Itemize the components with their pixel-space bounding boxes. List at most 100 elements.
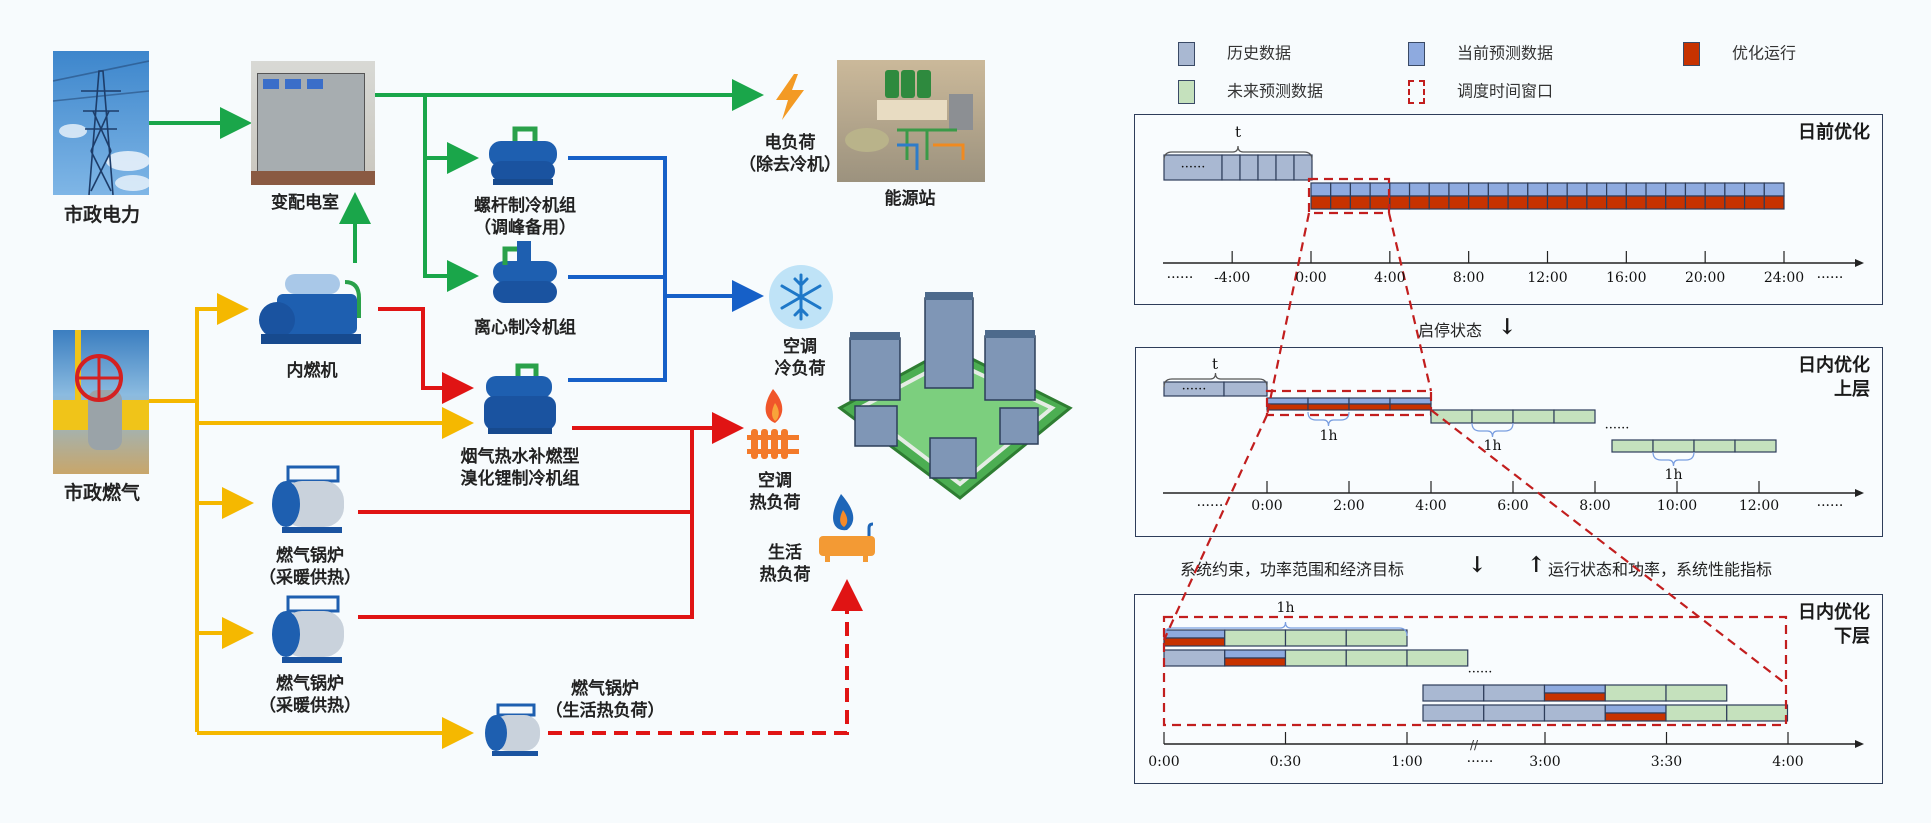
upper-tick-label: 4:00 [1415,498,1447,514]
day-ahead-cell-forecast [1704,182,1726,197]
substation-label: 变配电室 [271,193,339,213]
boiler-3-image [482,703,547,763]
upper-1h-label-2: 1h [1484,438,1502,454]
lower-row3-current-forecast [1543,684,1606,694]
day-ahead-cell-optimized [1763,195,1785,210]
legend-future-forecast-label: 未来预测数据 [1227,81,1324,101]
boiler-2-name: 燃气锅炉 [276,674,344,694]
upper-t-brace [1163,372,1268,388]
upper-current-cell-forecast [1348,397,1391,405]
legend-history-label: 历史数据 [1227,43,1292,63]
day-ahead-cell-forecast [1487,182,1509,197]
upper-1h-label-3: 1h [1665,467,1683,483]
day-ahead-cell-forecast [1684,182,1706,197]
day-ahead-cell-optimized [1389,195,1411,210]
day-ahead-tick-label: 24:00 [1763,270,1805,286]
intraday-upper-title: 日内优化 上层 [1798,355,1870,400]
upper-tick-label: 12:00 [1738,498,1780,514]
t-brace [1163,145,1313,161]
legend-future-forecast: 未来预测数据 [1178,80,1323,104]
power-tower-image [53,51,149,195]
day-ahead-cell-forecast [1428,182,1450,197]
day-ahead-cell-forecast [1369,182,1391,197]
lower-row1-future [1224,629,1287,647]
upper-current-cell-forecast [1266,397,1309,405]
zoom-line-day-to-upper-right [1387,212,1433,392]
upper-1h-brace [1307,411,1350,427]
lower-1h-label: 1h [1277,600,1295,616]
upper-future-cell-2 [1652,439,1695,453]
screw-chiller-label: 螺杆制冷机组 （调峰备用） [455,195,595,239]
lower-row4-history [1483,704,1546,722]
screw-chiller-image [485,123,565,191]
day-ahead-cell-optimized [1408,195,1430,210]
day-ahead-cell-optimized [1704,195,1726,210]
up-info-note: 运行状态和功率，系统性能指标 [1548,560,1773,579]
lower-row4-future [1665,704,1728,722]
intraday-lower-title: 日内优化 下层 [1798,602,1870,647]
day-ahead-cell-forecast [1606,182,1627,197]
lower-row2-current-optimized [1224,657,1287,667]
upper-current-cell-optimized [1307,403,1350,411]
boiler-1-name: 燃气锅炉 [276,546,344,566]
day-ahead-cell-forecast [1724,182,1746,197]
lower-1h-brace [1163,621,1408,637]
upper-future-cell [1430,409,1473,424]
electric-load-label: 电负荷 （除去冷机） [725,132,855,176]
upper-current-cell-forecast [1389,397,1432,405]
upper-current-cell-forecast [1307,397,1350,405]
day-ahead-cell-optimized [1448,195,1470,210]
day-ahead-cell-optimized [1546,195,1568,210]
up-arrow-icon: ↑ [1527,552,1546,578]
domestic-heat-load-name: 生活 [768,543,802,563]
bathtub-flame-icon [815,490,881,570]
history-cell [1257,154,1277,181]
boiler-3-name: 燃气锅炉 [571,679,639,699]
history-cell [1293,154,1313,181]
upper-future-cell [1512,409,1555,424]
day-ahead-window [1307,177,1391,215]
day-ahead-cell-forecast [1645,182,1667,197]
boiler-1-image [268,465,353,543]
ice-engine-label: 内燃机 [286,361,338,381]
absorption-chiller-image [478,362,563,442]
lower-tick-label: 3:30 [1650,754,1683,770]
cooling-load-type: 冷负荷 [774,359,826,379]
history-cell [1275,154,1295,181]
history-cell [1221,154,1241,181]
snowflake-icon [769,265,833,329]
day-ahead-cell-forecast [1448,182,1470,197]
upper-current-cell-optimized [1266,403,1309,411]
lower-row3-history [1422,684,1485,702]
start-stop-note: 启停状态 [1418,321,1483,340]
lower-row4-current-optimized [1604,712,1667,722]
upper-future-cell-2 [1611,439,1654,453]
day-ahead-cell-optimized [1665,195,1687,210]
day-ahead-cell-optimized [1527,195,1549,210]
upper-history-ellipsis: ······ [1182,382,1207,397]
absorption-chiller-name: 烟气热水补燃型 [460,447,580,467]
centrifugal-chiller-label: 离心制冷机组 [474,318,576,338]
screw-chiller-name: 螺杆制冷机组 [474,196,576,216]
lower-row3-current-optimized [1543,692,1606,702]
legend-current-forecast-label: 当前预测数据 [1457,43,1554,63]
lower-row3-future [1604,684,1667,702]
domestic-heat-load-type: 热负荷 [759,565,811,585]
boiler-2-purpose: （采暖供热） [259,696,361,716]
upper-mid-ellipsis: ······ [1605,421,1630,436]
lower-axis-ellipsis: ······ [1466,754,1494,770]
day-ahead-cell-optimized [1369,195,1391,210]
lower-row1-current-forecast [1163,629,1226,639]
day-ahead-cell-optimized [1487,195,1509,210]
day-ahead-cell-optimized [1468,195,1489,210]
lower-tick-label: 0:00 [1148,754,1180,770]
upper-t-label: t [1212,355,1218,373]
absorption-chiller-label: 烟气热水补燃型 溴化锂制冷机组 [445,446,595,490]
upper-future-cell [1471,409,1514,424]
day-ahead-cell-optimized [1684,195,1706,210]
upper-1h-label: 1h [1320,428,1338,444]
day-ahead-tick-label: 20:00 [1684,270,1726,286]
electric-load-note: （除去冷机） [739,155,841,175]
upper-future-cell-2 [1734,439,1777,453]
